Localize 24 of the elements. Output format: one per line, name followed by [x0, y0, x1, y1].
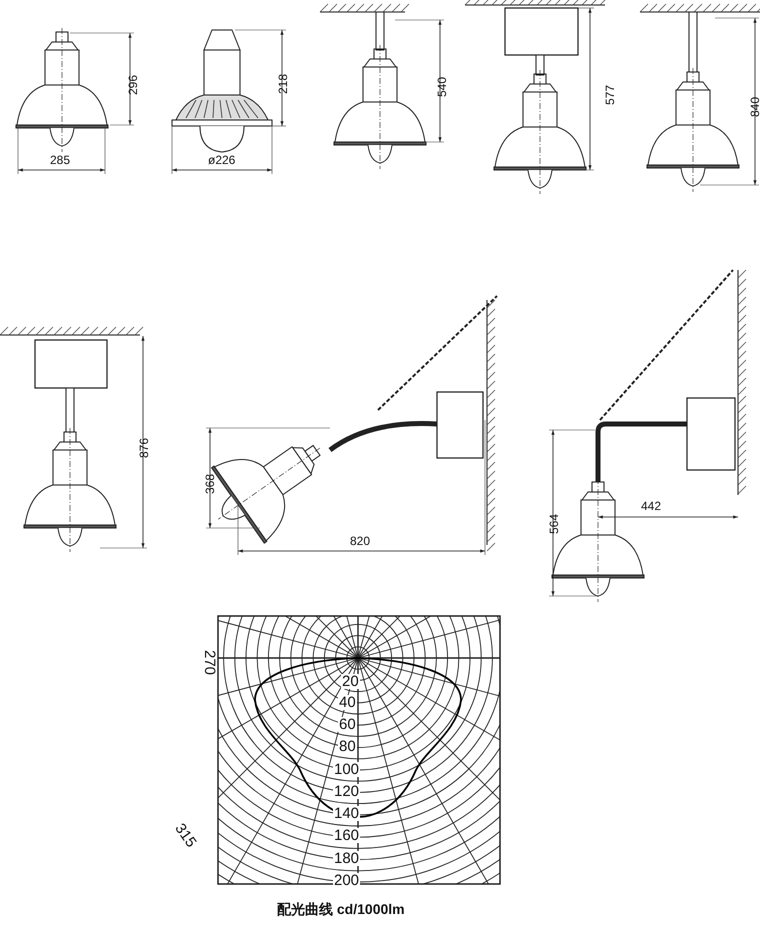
dimension-value: 820 — [350, 535, 370, 547]
dimension-value: 285 — [50, 154, 70, 166]
dimension-value: 368 — [204, 474, 216, 494]
scale-value: 200 — [333, 873, 360, 888]
chart-caption: 配光曲线 cd/1000lm — [277, 902, 405, 916]
dimension-value: 876 — [138, 438, 150, 458]
dimension-value: 296 — [127, 74, 140, 96]
dimension-value: 564 — [548, 514, 560, 534]
dimension-value: 540 — [436, 76, 448, 98]
scale-value: 120 — [333, 784, 360, 799]
dimension-value: 218 — [277, 74, 290, 94]
scale-value: 180 — [333, 851, 360, 866]
scale-value: 160 — [333, 828, 360, 843]
scale-value: 80 — [338, 739, 357, 754]
scale-value: 270 — [202, 648, 218, 676]
dimension-value: 840 — [749, 96, 760, 118]
scale-value: 20 — [341, 674, 360, 689]
scale-value: 40 — [338, 695, 357, 710]
scale-value: 140 — [333, 806, 360, 821]
dimension-value: 442 — [641, 500, 662, 512]
dimension-value: 577 — [604, 84, 616, 106]
dimension-value: ø226 — [208, 154, 236, 166]
scale-value: 100 — [333, 762, 360, 777]
scale-value: 60 — [338, 717, 357, 732]
